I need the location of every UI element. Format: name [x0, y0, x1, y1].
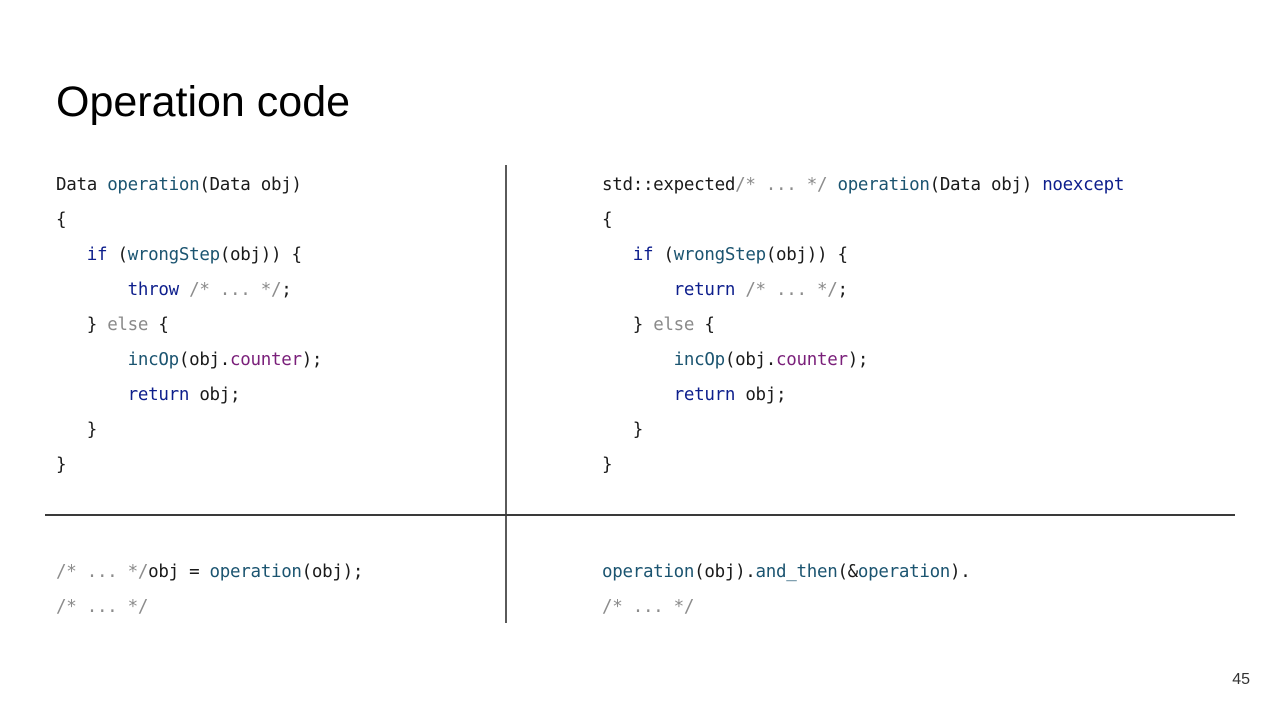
code-token: /* ... */ — [602, 597, 695, 617]
code-line: if (wrongStep(obj)) { — [602, 238, 1124, 273]
code-token: { — [602, 210, 613, 230]
code-line: throw /* ... */; — [56, 273, 322, 308]
code-token: operation — [837, 175, 930, 195]
code-line: return /* ... */; — [602, 273, 1124, 308]
code-token: operation — [209, 562, 302, 582]
code-token: wrongStep — [673, 245, 766, 265]
code-token: if — [632, 245, 654, 265]
code-line: } — [602, 413, 1124, 448]
code-token: /* ... */ — [56, 597, 149, 617]
code-token: /* ... */ — [735, 280, 838, 300]
code-token: Data — [56, 175, 108, 195]
code-token — [602, 245, 633, 265]
code-token: obj; — [189, 385, 241, 405]
code-token — [827, 175, 837, 195]
code-line: } — [602, 448, 1124, 483]
code-token: /* ... */ — [735, 175, 828, 195]
code-token — [602, 385, 674, 405]
code-token: /* ... */ — [178, 280, 282, 300]
code-line: } — [56, 413, 322, 448]
code-line: /* ... */obj = operation(obj); — [56, 555, 363, 590]
code-token: operation — [857, 562, 951, 582]
code-token: (Data obj) — [929, 175, 1043, 195]
code-token: incOp — [673, 350, 725, 370]
code-token: else — [107, 315, 149, 335]
horizontal-divider — [45, 514, 1235, 516]
code-token: ); — [301, 350, 323, 370]
code-token — [56, 350, 128, 370]
code-token: (obj). — [694, 562, 756, 582]
code-line: /* ... */ — [602, 590, 971, 625]
code-line: } — [56, 448, 322, 483]
page-number: 45 — [1232, 671, 1250, 688]
code-line: return obj; — [56, 378, 322, 413]
code-token: counter — [776, 350, 848, 370]
code-token: (Data obj) — [199, 175, 302, 195]
code-token: ). — [950, 562, 971, 582]
code-token: (obj. — [178, 350, 231, 370]
code-token: throw — [127, 280, 179, 300]
code-token: (obj)) { — [219, 245, 302, 265]
code-token: ; — [281, 280, 292, 300]
code-token: wrongStep — [127, 245, 220, 265]
vertical-divider — [505, 165, 507, 623]
code-token: counter — [230, 350, 302, 370]
code-token: return — [673, 280, 736, 300]
code-token: ; — [837, 280, 848, 300]
code-line: Data operation(Data obj) — [56, 168, 322, 203]
code-token: { — [56, 210, 67, 230]
code-token: } — [56, 420, 98, 440]
code-block-exceptions: Data operation(Data obj){ if (wrongStep(… — [56, 168, 322, 483]
code-token: incOp — [127, 350, 179, 370]
code-token: } — [56, 455, 67, 475]
code-token: return — [673, 385, 736, 405]
code-token — [602, 350, 674, 370]
code-token: ( — [107, 245, 128, 265]
code-token: (obj)) { — [765, 245, 848, 265]
code-token: operation — [602, 562, 695, 582]
code-token — [56, 245, 87, 265]
code-token: return — [127, 385, 190, 405]
code-token: ( — [653, 245, 674, 265]
code-token: } — [56, 315, 108, 335]
code-token: noexcept — [1042, 175, 1125, 195]
code-token — [56, 385, 128, 405]
code-token: /* ... */ — [56, 562, 149, 582]
code-token: and_then — [755, 562, 838, 582]
code-line: incOp(obj.counter); — [602, 343, 1124, 378]
slide-title: Operation code — [56, 78, 351, 126]
code-line: /* ... */ — [56, 590, 363, 625]
code-line: std::expected/* ... */ operation(Data ob… — [602, 168, 1124, 203]
code-token: else — [653, 315, 695, 335]
code-token: (obj. — [724, 350, 777, 370]
code-token — [56, 280, 128, 300]
code-line: incOp(obj.counter); — [56, 343, 323, 378]
code-token: operation — [107, 175, 200, 195]
code-token: obj; — [735, 385, 787, 405]
code-token: (obj); — [301, 562, 364, 582]
code-block-expected-usage: operation(obj).and_then(&operation)./* .… — [602, 555, 971, 625]
code-line: { — [56, 203, 322, 238]
code-line: if (wrongStep(obj)) { — [56, 238, 322, 273]
code-block-expected: std::expected/* ... */ operation(Data ob… — [602, 168, 1124, 483]
code-token: if — [86, 245, 108, 265]
code-line: return obj; — [602, 378, 1124, 413]
code-token: { — [694, 315, 715, 335]
code-line: } else { — [602, 308, 1124, 343]
code-token: { — [148, 315, 169, 335]
code-token: } — [602, 420, 644, 440]
code-block-exceptions-usage: /* ... */obj = operation(obj);/* ... */ — [56, 555, 363, 625]
code-token: (& — [837, 562, 858, 582]
code-token: std::expected — [602, 175, 736, 195]
code-line: } else { — [56, 308, 322, 343]
code-token: } — [602, 455, 613, 475]
code-line: { — [602, 203, 1124, 238]
code-token: } — [602, 315, 654, 335]
code-token — [602, 280, 674, 300]
code-token: ); — [847, 350, 869, 370]
code-line: operation(obj).and_then(&operation). — [602, 555, 971, 590]
code-token: obj = — [148, 562, 210, 582]
